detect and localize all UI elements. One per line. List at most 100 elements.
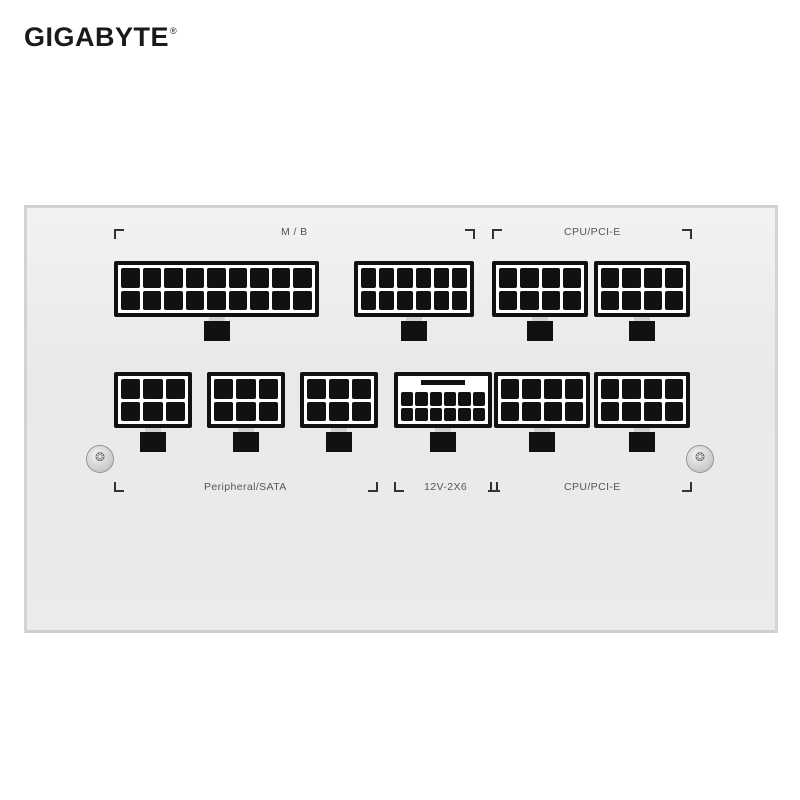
connector-pin xyxy=(142,290,162,310)
connector-pin xyxy=(250,290,269,310)
connector-pin xyxy=(121,379,141,399)
screw-right xyxy=(687,446,713,472)
cpu-pcie-bottom-connector-1[interactable] xyxy=(494,372,590,452)
connector-pin xyxy=(271,268,291,288)
connector-face xyxy=(118,265,315,313)
connector-face xyxy=(498,376,586,424)
connector-face xyxy=(398,376,488,424)
latch-clip xyxy=(529,432,555,452)
connector-pin xyxy=(622,401,641,421)
connector-pin xyxy=(622,268,641,288)
connector-pin xyxy=(541,290,560,310)
connector-pin xyxy=(643,290,662,310)
latch-clip xyxy=(527,321,553,341)
latch-neck xyxy=(406,317,422,321)
connector-pin xyxy=(307,401,327,421)
connector-pin xyxy=(165,379,185,399)
connector-face xyxy=(598,265,686,313)
mb-label: M / B xyxy=(281,226,308,238)
connector-housing xyxy=(114,372,192,428)
latch-neck xyxy=(634,317,650,321)
panel-edge xyxy=(24,205,778,208)
cpu-pcie-bottom-connector-2[interactable] xyxy=(594,372,690,452)
screw-left xyxy=(87,446,113,472)
connector-pin xyxy=(271,290,291,310)
connector-face xyxy=(358,265,470,313)
mb-24pin-connector[interactable] xyxy=(114,261,319,341)
connector-pin xyxy=(143,401,163,421)
latch-neck xyxy=(208,317,225,321)
latch-neck xyxy=(532,317,548,321)
connector-pin xyxy=(361,290,377,310)
connector-pin xyxy=(543,379,562,399)
connector-pin xyxy=(258,379,278,399)
panel-edge xyxy=(775,205,778,633)
connector-pin xyxy=(601,290,620,310)
connector-pin xyxy=(415,407,428,421)
connector-pin xyxy=(185,268,205,288)
connector-pin xyxy=(143,379,163,399)
connector-housing xyxy=(494,372,590,428)
cpu-pcie-bottom-label: CPU/PCI-E xyxy=(564,481,621,493)
connector-pin xyxy=(433,290,449,310)
connector-pin xyxy=(472,392,485,406)
connector-housing xyxy=(594,372,690,428)
connector-pin xyxy=(164,268,183,288)
mb-extra-connector[interactable] xyxy=(354,261,474,341)
connector-pin xyxy=(643,379,662,399)
connector-pin xyxy=(228,290,248,310)
connector-pin xyxy=(121,401,141,421)
connector-pin xyxy=(522,401,541,421)
connector-pin xyxy=(501,379,520,399)
latch-clip xyxy=(326,432,352,452)
connector-pin xyxy=(520,290,539,310)
connector-pin xyxy=(379,290,395,310)
12v-2x6-connector[interactable] xyxy=(394,372,492,452)
latch-clip xyxy=(629,432,655,452)
connector-pin xyxy=(415,268,431,288)
connector-pin xyxy=(351,401,371,421)
connector-pin xyxy=(520,268,539,288)
connector-pin xyxy=(293,268,312,288)
latch-clip xyxy=(629,321,655,341)
connector-face xyxy=(304,376,374,424)
connector-pin xyxy=(664,379,683,399)
connector-pin xyxy=(562,290,581,310)
connector-pin xyxy=(451,268,467,288)
connector-pin xyxy=(214,401,234,421)
connector-housing xyxy=(354,261,474,317)
bracket-mark xyxy=(368,482,378,492)
cpu-pcie-top-connector-1[interactable] xyxy=(492,261,588,341)
peripheral-sata-connector-3[interactable] xyxy=(300,372,378,452)
peripheral-sata-connector-2[interactable] xyxy=(207,372,285,452)
latch-neck xyxy=(331,428,347,432)
connector-pin xyxy=(185,290,205,310)
connector-pin xyxy=(443,407,457,421)
connector-pin xyxy=(601,401,620,421)
connector-pin xyxy=(165,401,185,421)
connector-pin xyxy=(433,268,449,288)
connector-pin xyxy=(499,290,518,310)
peripheral-sata-label: Peripheral/SATA xyxy=(204,481,287,493)
peripheral-sata-connector-1[interactable] xyxy=(114,372,192,452)
bracket-mark xyxy=(490,482,500,492)
connector-pin xyxy=(236,379,256,399)
connector-pin xyxy=(214,379,234,399)
latch-clip xyxy=(401,321,427,341)
connector-pin xyxy=(562,268,581,288)
cpu-pcie-top-label: CPU/PCI-E xyxy=(564,226,621,238)
sense-pin-slot xyxy=(421,380,465,385)
connector-face xyxy=(211,376,281,424)
gigabyte-logo: GIGABYTE® xyxy=(24,22,178,53)
registered-mark: ® xyxy=(170,26,178,36)
connector-housing xyxy=(492,261,588,317)
connector-pin xyxy=(397,290,413,310)
cpu-pcie-top-connector-2[interactable] xyxy=(594,261,690,341)
connector-pin xyxy=(643,268,662,288)
connector-pin xyxy=(564,379,583,399)
connector-housing xyxy=(207,372,285,428)
latch-clip xyxy=(203,321,230,341)
connector-pin xyxy=(458,407,471,421)
latch-neck xyxy=(534,428,550,432)
connector-pin xyxy=(329,379,349,399)
